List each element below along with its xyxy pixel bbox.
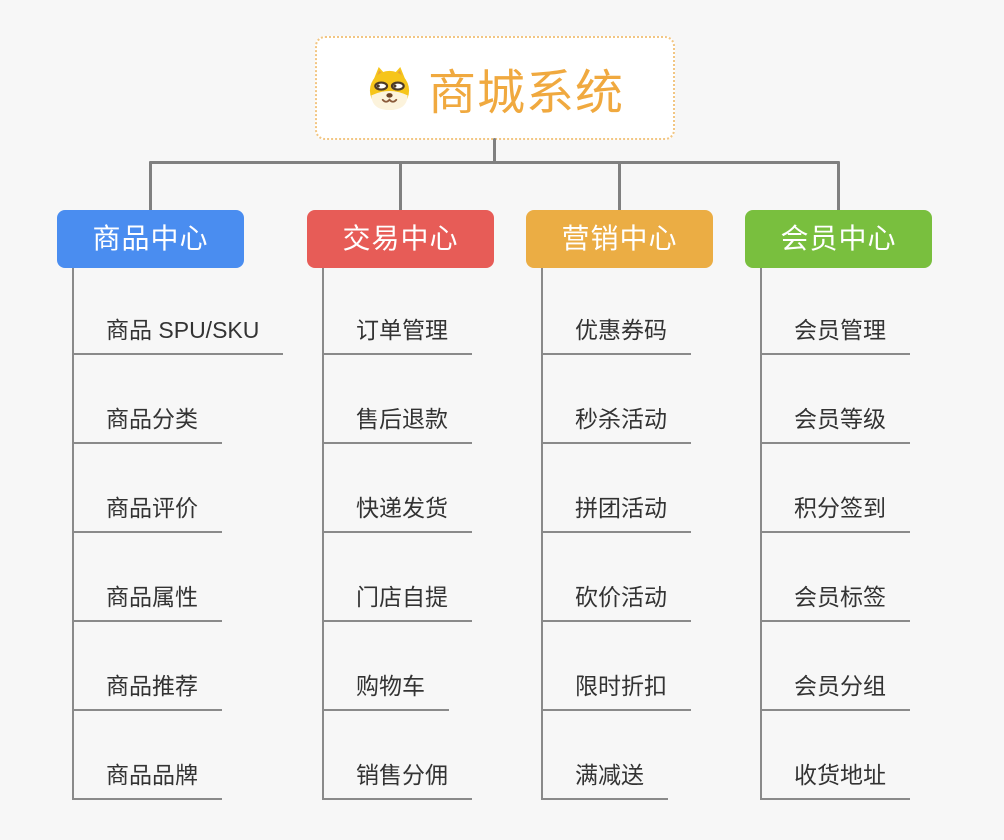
leaf-topic[interactable]: 拼团活动 <box>541 493 691 533</box>
leaf-topic[interactable]: 会员管理 <box>760 315 910 355</box>
leaf-topic[interactable]: 会员分组 <box>760 671 910 711</box>
leaf-topic[interactable]: 快递发货 <box>322 493 472 533</box>
leaf-topic[interactable]: 优惠券码 <box>541 315 691 355</box>
leaf-topic[interactable]: 商品推荐 <box>72 671 222 711</box>
leaf-topic[interactable]: 商品分类 <box>72 404 222 444</box>
branch-drop-connector <box>618 161 621 212</box>
branch-products: 商品中心 商品 SPU/SKU 商品分类 商品评价 商品属性 商品推荐 商品品牌 <box>57 210 284 800</box>
root-stem-connector <box>493 138 496 163</box>
leaf-topic[interactable]: 购物车 <box>322 671 449 711</box>
leaf-topic[interactable]: 收货地址 <box>760 760 910 800</box>
branch-topic[interactable]: 商品中心 <box>57 210 244 268</box>
branch-marketing: 营销中心 优惠券码 秒杀活动 拼团活动 砍价活动 限时折扣 满减送 <box>526 210 713 800</box>
branch-drop-connector <box>149 161 152 212</box>
leaf-topic[interactable]: 商品品牌 <box>72 760 222 800</box>
branch-topic[interactable]: 营销中心 <box>526 210 713 268</box>
leaf-topic[interactable]: 积分签到 <box>760 493 910 533</box>
leaf-topic[interactable]: 商品属性 <box>72 582 222 622</box>
root-topic[interactable]: 商城系统 <box>315 36 675 140</box>
leaf-topic[interactable]: 门店自提 <box>322 582 472 622</box>
leaf-topic[interactable]: 订单管理 <box>322 315 472 355</box>
branch-spine <box>72 268 74 800</box>
root-topic-title: 商城系统 <box>427 67 624 120</box>
leaf-topic[interactable]: 销售分佣 <box>322 760 472 800</box>
leaf-topic[interactable]: 商品 SPU/SKU <box>72 315 284 355</box>
leaf-topic[interactable]: 售后退款 <box>322 404 472 444</box>
branch-topic[interactable]: 会员中心 <box>745 210 932 268</box>
branch-drop-connector <box>399 161 402 212</box>
leaf-topic[interactable]: 会员标签 <box>760 582 910 622</box>
branch-bus-connector <box>149 161 840 164</box>
branch-spine <box>541 268 543 800</box>
leaf-topic[interactable]: 满减送 <box>541 760 668 800</box>
branch-drop-connector <box>837 161 840 212</box>
leaf-topic[interactable]: 商品评价 <box>72 493 222 533</box>
branch-trade: 交易中心 订单管理 售后退款 快递发货 门店自提 购物车 销售分佣 <box>307 210 494 800</box>
leaf-topic[interactable]: 砍价活动 <box>541 582 691 622</box>
branch-spine <box>760 268 762 800</box>
shiba-dog-icon <box>369 66 410 110</box>
branch-topic[interactable]: 交易中心 <box>307 210 494 268</box>
leaf-topic[interactable]: 限时折扣 <box>541 671 691 711</box>
branch-members: 会员中心 会员管理 会员等级 积分签到 会员标签 会员分组 收货地址 <box>745 210 932 800</box>
branch-spine <box>322 268 324 800</box>
leaf-topic[interactable]: 秒杀活动 <box>541 404 691 444</box>
leaf-topic[interactable]: 会员等级 <box>760 404 910 444</box>
